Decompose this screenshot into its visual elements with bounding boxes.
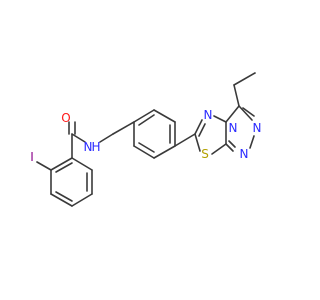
- bond: [112, 121, 135, 135]
- bond: [71, 133, 86, 143]
- bond: [138, 114, 155, 126]
- bond: [71, 157, 93, 171]
- bond: [55, 162, 73, 173]
- bond: [133, 145, 155, 159]
- bond-lines: [36, 72, 256, 207]
- bond: [225, 143, 234, 152]
- amide-nitrogen-label: N: [84, 140, 93, 154]
- bond: [194, 119, 203, 135]
- bond: [99, 133, 114, 143]
- bond: [36, 161, 52, 171]
- bond: [50, 193, 73, 207]
- triazole-nitrogen-lower-label: N: [240, 147, 249, 161]
- bond: [242, 107, 255, 117]
- bond: [153, 109, 176, 123]
- thiadiazole-nitrogen-label: N: [204, 108, 213, 122]
- oxygen-atom-label: O: [61, 111, 70, 125]
- bond: [50, 157, 73, 171]
- bond: [228, 140, 236, 148]
- amide-hydrogen-label: H: [91, 140, 100, 154]
- bond: [55, 191, 73, 202]
- bond: [198, 123, 206, 137]
- bridgehead-nitrogen-label: N: [229, 121, 238, 135]
- bond: [133, 109, 155, 123]
- bond: [174, 133, 196, 147]
- bond: [238, 105, 253, 121]
- bond: [194, 133, 201, 152]
- bond: [233, 84, 240, 107]
- bond: [233, 72, 256, 86]
- sulfur-atom-label: S: [201, 147, 209, 161]
- amide-nh-label: N H: [84, 140, 101, 154]
- bond: [211, 143, 227, 155]
- atom-labels: O I N H N N N N S: [30, 108, 261, 164]
- bond: [71, 193, 93, 207]
- bond: [153, 145, 176, 159]
- bond: [249, 135, 255, 149]
- triazole-nitrogen-upper-label: N: [253, 121, 262, 135]
- iodine-atom-label: I: [30, 150, 34, 164]
- bond: [213, 115, 227, 123]
- molecule-structure-diagram: O I N H N N N N S: [30, 72, 261, 207]
- bond: [225, 105, 240, 123]
- bond: [138, 142, 155, 153]
